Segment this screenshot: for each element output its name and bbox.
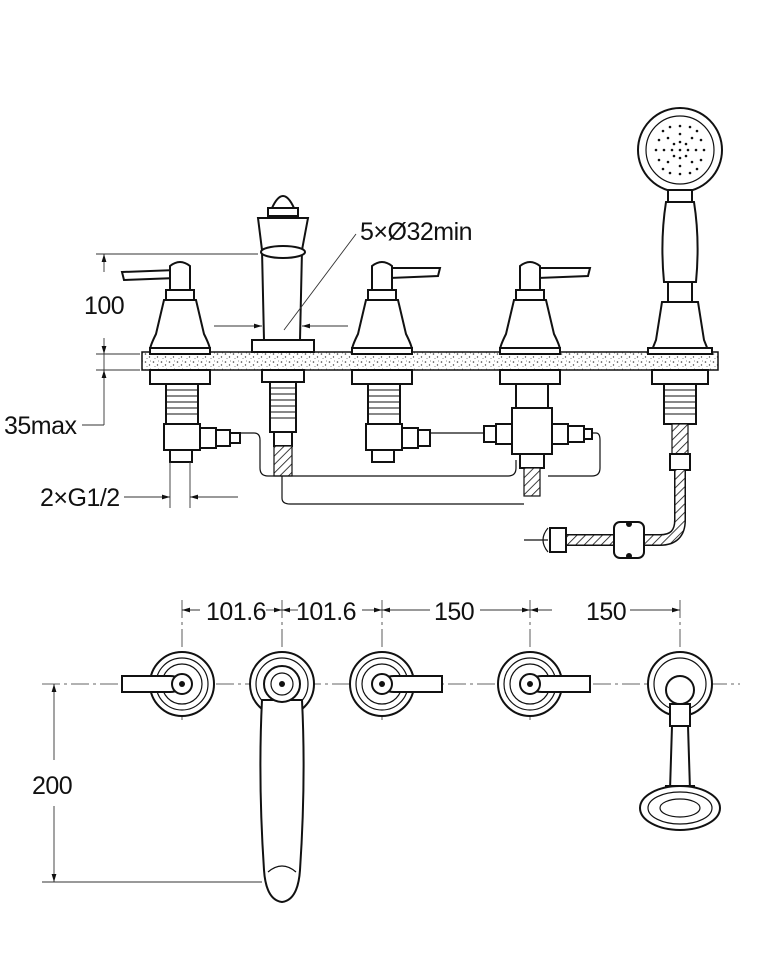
connection-tubes: [240, 432, 601, 505]
inlet-label: 2×G1/2: [40, 484, 120, 512]
hole-spec-label: 5×Ø32min: [360, 218, 472, 246]
plan-view: 101.6 101.6 150 150: [32, 598, 740, 904]
spacing-3-label: 150: [434, 598, 474, 626]
spacing-1-label: 101.6: [206, 598, 266, 626]
plan-spout: [249, 651, 315, 904]
valve-body-middle: [351, 369, 431, 463]
spray-holes: [654, 124, 706, 176]
plan-handle-middle: [349, 651, 443, 717]
side-elevation: 100 35max 5×Ø32min 2×G1/2: [4, 107, 723, 559]
deck-max-label: 35max: [4, 412, 78, 440]
valve-handle-left: [120, 261, 212, 355]
valve-body-left: [149, 369, 241, 463]
plan-diverter: [497, 651, 591, 717]
handshower-side: [637, 107, 723, 471]
plan-handle-left: [121, 651, 215, 717]
depth-label: 200: [32, 772, 72, 800]
spout-side: [251, 195, 315, 477]
spacing-4-label: 150: [586, 598, 626, 626]
deck-slab: [141, 351, 719, 371]
height-label: 100: [84, 292, 124, 320]
valve-handle-middle: [350, 261, 442, 355]
diverter-handle: [498, 261, 592, 355]
diverter-body: [483, 369, 593, 497]
spacing-2-label: 101.6: [296, 598, 356, 626]
plan-handshower: [639, 651, 721, 831]
